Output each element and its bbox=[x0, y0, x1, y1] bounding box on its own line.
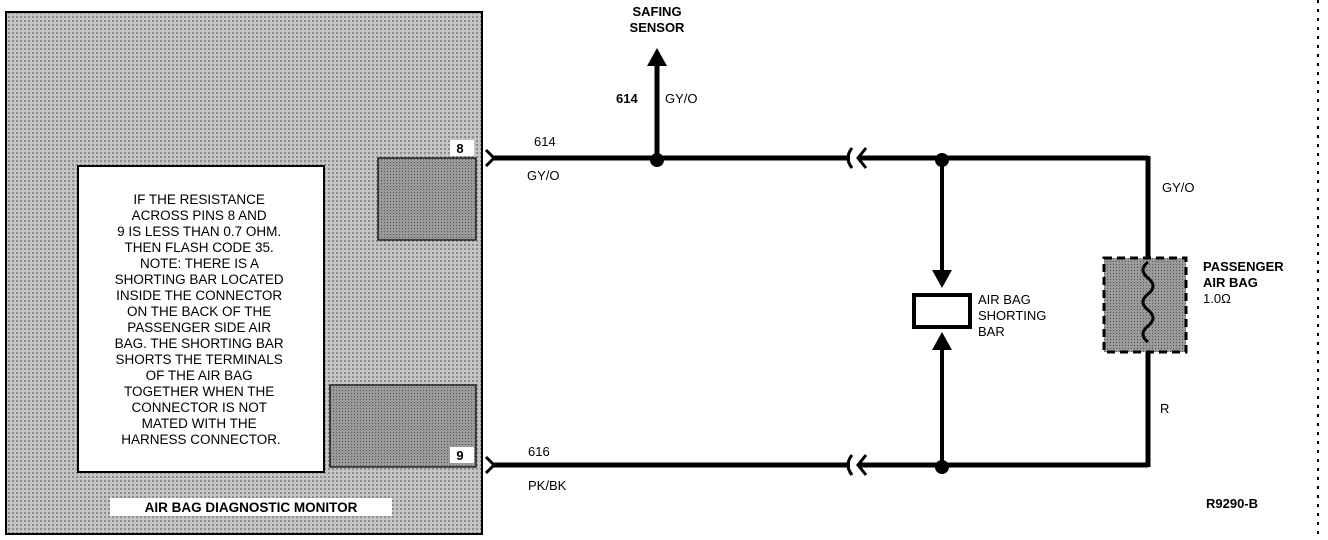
figure-id: R9290-B bbox=[1206, 496, 1258, 511]
safing-sensor-circuit: 614 bbox=[616, 91, 638, 106]
bottom-wire-circuit: 616 bbox=[528, 444, 550, 459]
top-wire: 614 GY/O bbox=[484, 134, 1148, 183]
note-line: MATED WITH THE bbox=[142, 416, 257, 431]
bottom-wire: 616 PK/BK bbox=[484, 444, 1148, 493]
note-line: OF THE AIR BAG bbox=[146, 368, 253, 383]
connector-pin-9-icon bbox=[484, 455, 497, 475]
diagnostic-monitor: IF THE RESISTANCE ACROSS PINS 8 AND 9 IS… bbox=[5, 11, 483, 535]
bottom-wire-color: PK/BK bbox=[528, 478, 567, 493]
shorting-bar-label: AIR BAG bbox=[978, 292, 1031, 307]
note-line: NOTE: THERE IS A bbox=[140, 256, 259, 271]
passenger-airbag-label: PASSENGER bbox=[1203, 259, 1284, 274]
passenger-airbag-resistance: 1.0Ω bbox=[1203, 291, 1231, 306]
note-line: SHORTS THE TERMINALS bbox=[115, 352, 282, 367]
safing-sensor-label: SAFING bbox=[632, 4, 681, 19]
note-line: BAG. THE SHORTING BAR bbox=[115, 336, 284, 351]
shorting-bar-label: BAR bbox=[978, 324, 1005, 339]
arrow-up-icon bbox=[932, 332, 952, 350]
passenger-airbag-circuit: GY/O R PASSENGER AIR BAG 1.0Ω bbox=[1102, 156, 1284, 467]
note-line: IF THE RESISTANCE bbox=[133, 192, 265, 207]
note-line: ACROSS PINS 8 AND bbox=[132, 208, 267, 223]
arrow-up-icon bbox=[647, 48, 667, 66]
passenger-airbag-label: AIR BAG bbox=[1203, 275, 1258, 290]
top-wire-circuit: 614 bbox=[534, 134, 556, 149]
shorting-bar-label: SHORTING bbox=[978, 308, 1046, 323]
top-wire-color: GY/O bbox=[527, 168, 560, 183]
note-line: HARNESS CONNECTOR. bbox=[121, 432, 281, 447]
connector-pin-8-icon bbox=[484, 148, 497, 168]
note-line: THEN FLASH CODE 35. bbox=[124, 240, 273, 255]
right-wire-bottom-color: R bbox=[1160, 401, 1169, 416]
inline-connector-bottom-icon bbox=[846, 454, 854, 476]
safing-sensor-branch: SAFING SENSOR 614 GY/O bbox=[616, 4, 698, 158]
monitor-title: AIR BAG DIAGNOSTIC MONITOR bbox=[145, 500, 358, 515]
note-line: 9 IS LESS THAN 0.7 OHM. bbox=[117, 224, 281, 239]
note-line: ON THE BACK OF THE bbox=[127, 304, 271, 319]
resistor-coil-icon bbox=[1141, 260, 1155, 344]
splice-dot-icon bbox=[650, 153, 664, 167]
note-line: TOGETHER WHEN THE bbox=[124, 384, 274, 399]
safing-sensor-label: SENSOR bbox=[630, 20, 686, 35]
note-line: PASSENGER SIDE AIR bbox=[127, 320, 271, 335]
note-line: SHORTING BAR LOCATED bbox=[115, 272, 284, 287]
note-text: IF THE RESISTANCE ACROSS PINS 8 AND 9 IS… bbox=[115, 192, 288, 447]
note-line: CONNECTOR IS NOT bbox=[131, 400, 266, 415]
arrow-down-icon bbox=[932, 270, 952, 288]
shorting-bar-box bbox=[912, 293, 972, 329]
shorting-bar: AIR BAG SHORTING BAR bbox=[912, 160, 1046, 467]
note-box bbox=[77, 165, 325, 473]
right-wire-top-color: GY/O bbox=[1162, 180, 1195, 195]
safing-sensor-color: GY/O bbox=[665, 91, 698, 106]
pin-9-label: 9 bbox=[456, 448, 463, 463]
inline-connector-top-icon bbox=[846, 147, 854, 169]
pin-8-label: 8 bbox=[456, 141, 463, 156]
note-line: INSIDE THE CONNECTOR bbox=[116, 288, 282, 303]
